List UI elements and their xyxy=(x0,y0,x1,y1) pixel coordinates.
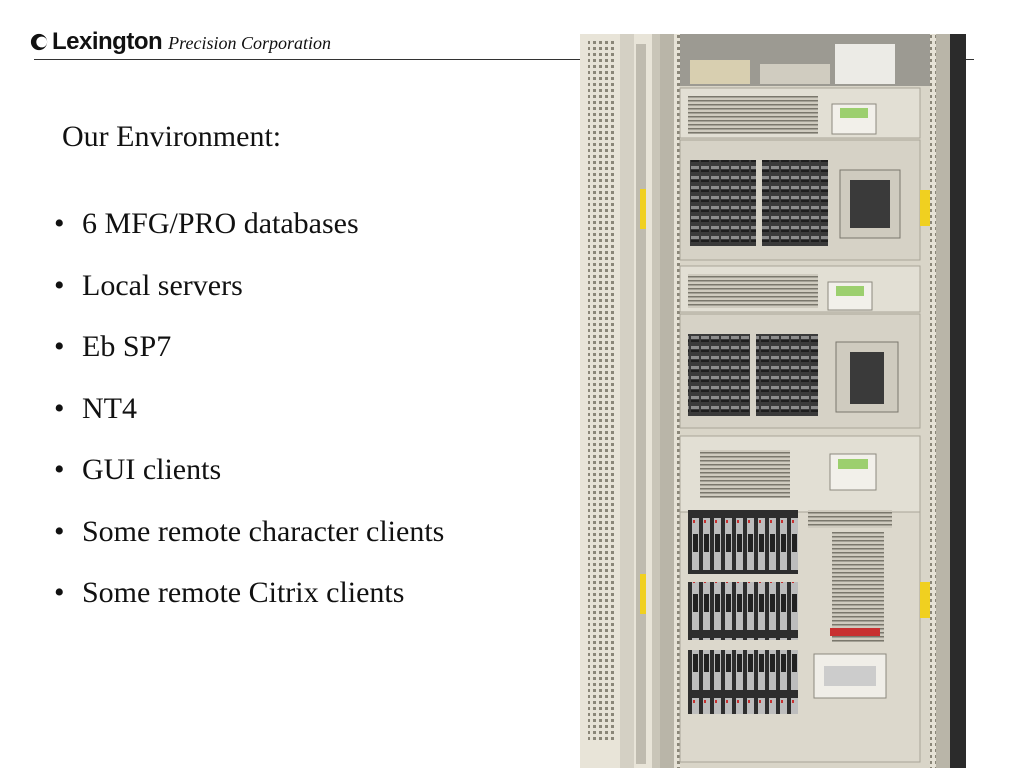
bullet-icon: • xyxy=(54,391,65,425)
bullet-text: Some remote Citrix clients xyxy=(82,576,405,609)
bullet-icon: • xyxy=(54,453,65,486)
bullet-item: • Local servers xyxy=(54,267,444,329)
bullet-text: Local servers xyxy=(82,268,243,302)
header-divider xyxy=(34,59,974,60)
bullet-text: NT4 xyxy=(82,391,137,425)
brand-name: Lexington xyxy=(52,28,163,55)
bullet-icon: • xyxy=(54,207,65,240)
bullet-text: GUI clients xyxy=(82,453,222,486)
bullet-icon: • xyxy=(54,268,65,302)
bullet-icon: • xyxy=(54,576,65,609)
bullet-text: Eb SP7 xyxy=(82,330,172,363)
server-rack-photo xyxy=(580,34,966,768)
bullet-item: • Eb SP7 xyxy=(54,328,444,390)
bullet-item: • GUI clients xyxy=(54,451,444,513)
bullet-list: • 6 MFG/PRO databases • Local servers • Eb … xyxy=(54,205,444,636)
bullet-item: • Some remote character clients xyxy=(54,513,444,575)
header: Lexington Precision Corporation xyxy=(30,28,331,60)
brand-tagline: Precision Corporation xyxy=(168,33,331,53)
bullet-icon: • xyxy=(54,514,65,548)
bullet-text: Some remote character clients xyxy=(82,514,445,548)
logo-crescent-icon xyxy=(30,33,48,51)
bullet-text: 6 MFG/PRO databases xyxy=(82,207,359,240)
bullet-item: • Some remote Citrix clients xyxy=(54,574,444,636)
bullet-icon: • xyxy=(54,330,65,363)
bullet-item: • 6 MFG/PRO databases xyxy=(54,205,444,267)
slide-title: Our Environment: xyxy=(62,120,282,153)
bullet-item: • NT4 xyxy=(54,390,444,452)
